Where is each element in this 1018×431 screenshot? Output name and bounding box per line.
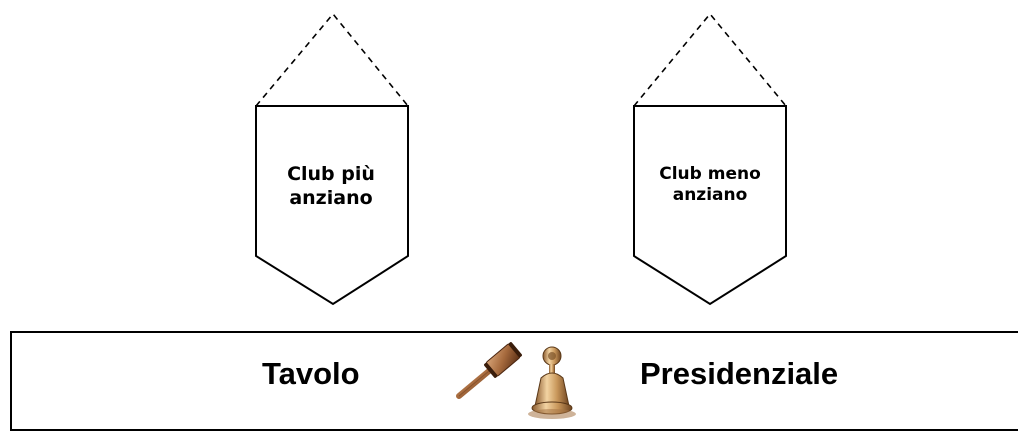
table-label-right: Presidenziale [640,356,839,391]
pennant-left-label-line: Club più [287,163,375,185]
pennant-left [255,12,409,306]
pennant-left-hanger [255,12,409,107]
gavel-bell-emblem [456,342,576,419]
pennant-right-body [633,105,787,306]
pennant-diagram [255,12,787,306]
gavel-icon [456,342,522,399]
pennant-right-label-line: anziano [672,185,748,206]
table-label-left: Tavolo [262,356,360,391]
bell-icon [528,346,576,419]
pennant-left-label: Club più anziano [256,163,406,211]
pennant-right-hanger [633,12,787,107]
pennant-right [633,12,787,306]
pennant-left-label-line: anziano [289,186,373,209]
pennant-right-label-line: Club meno [659,164,761,184]
pennant-left-body [255,105,409,306]
pennant-right-label: Club meno anziano [634,164,786,207]
